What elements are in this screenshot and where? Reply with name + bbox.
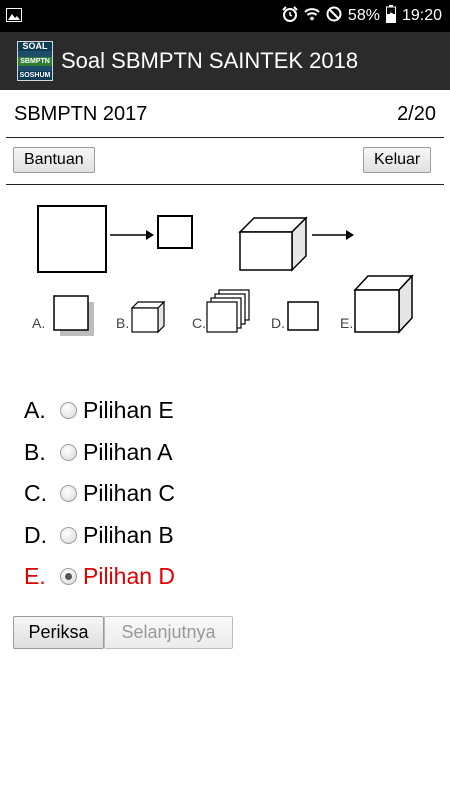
choice-label-a: A.	[32, 315, 45, 331]
logo-line: SOSHUM	[18, 71, 52, 80]
option-d[interactable]: D. Pilihan B	[24, 515, 175, 557]
help-button[interactable]: Bantuan	[13, 147, 95, 173]
wifi-icon	[304, 6, 320, 27]
question-header: SBMPTN 2017 2/20	[0, 90, 450, 138]
check-button[interactable]: Periksa	[13, 616, 104, 649]
figure-arrowhead	[346, 230, 354, 240]
image-icon	[6, 8, 22, 27]
figure-big-cube	[238, 216, 308, 272]
exam-name: SBMPTN 2017	[14, 102, 148, 125]
status-bar: 58% 19:20	[0, 0, 450, 32]
choice-c-stack	[206, 289, 250, 333]
choice-label-d: D.	[271, 315, 285, 331]
do-not-disturb-icon	[326, 6, 342, 27]
option-a[interactable]: A. Pilihan E	[24, 390, 175, 432]
choice-label-c: C.	[192, 315, 206, 331]
option-letter: B.	[24, 438, 46, 465]
radio-button-selected[interactable]	[60, 568, 77, 586]
battery-text: 58%	[347, 7, 380, 24]
exit-button[interactable]: Keluar	[363, 147, 432, 173]
option-text[interactable]: Pilihan A	[83, 438, 173, 465]
radio-button[interactable]	[60, 526, 77, 544]
divider	[6, 184, 444, 185]
option-text[interactable]: Pilihan B	[83, 521, 174, 548]
option-text[interactable]: Pilihan E	[83, 397, 174, 424]
option-b[interactable]: B. Pilihan A	[24, 432, 175, 474]
choice-a-square	[53, 295, 89, 331]
logo-line: SBMPTN	[18, 56, 52, 66]
status-icons: 58% 19:20	[282, 0, 442, 32]
radio-button[interactable]	[60, 485, 77, 503]
divider	[6, 137, 444, 138]
option-e[interactable]: E. Pilihan D	[24, 556, 175, 598]
question-figure: A. B. C. D. E.	[32, 205, 414, 336]
app-title: Soal SBMPTN SAINTEK 2018	[61, 48, 359, 73]
logo-line: SOAL	[18, 42, 52, 51]
option-letter: E.	[24, 563, 46, 590]
option-text[interactable]: Pilihan D	[83, 563, 176, 590]
option-letter: C.	[24, 480, 47, 507]
choice-b-cube	[130, 300, 166, 334]
answer-options: A. Pilihan E B. Pilihan A C. Pilihan C D…	[24, 390, 175, 598]
radio-button[interactable]	[60, 402, 77, 420]
option-text[interactable]: Pilihan C	[83, 480, 176, 507]
option-letter: A.	[24, 397, 46, 424]
figure-small-square	[157, 215, 193, 249]
option-c[interactable]: C. Pilihan C	[24, 473, 175, 515]
option-letter: D.	[24, 521, 47, 548]
app-logo: SOAL SBMPTN SOSHUM	[17, 41, 53, 81]
choice-label-e: E.	[340, 315, 353, 331]
alarm-icon	[282, 5, 298, 27]
radio-button[interactable]	[60, 443, 77, 461]
figure-arrowhead	[146, 230, 154, 240]
choice-d-square	[287, 301, 319, 331]
figure-big-square	[37, 205, 107, 273]
next-button[interactable]: Selanjutnya	[104, 616, 233, 649]
choice-e-cube	[353, 274, 414, 334]
choice-label-b: B.	[116, 315, 129, 331]
question-progress: 2/20	[397, 102, 436, 125]
battery-charging-icon	[385, 4, 396, 28]
app-bar: SOAL SBMPTN SOSHUM Soal SBMPTN SAINTEK 2…	[0, 32, 450, 90]
clock-text: 19:20	[401, 7, 442, 24]
